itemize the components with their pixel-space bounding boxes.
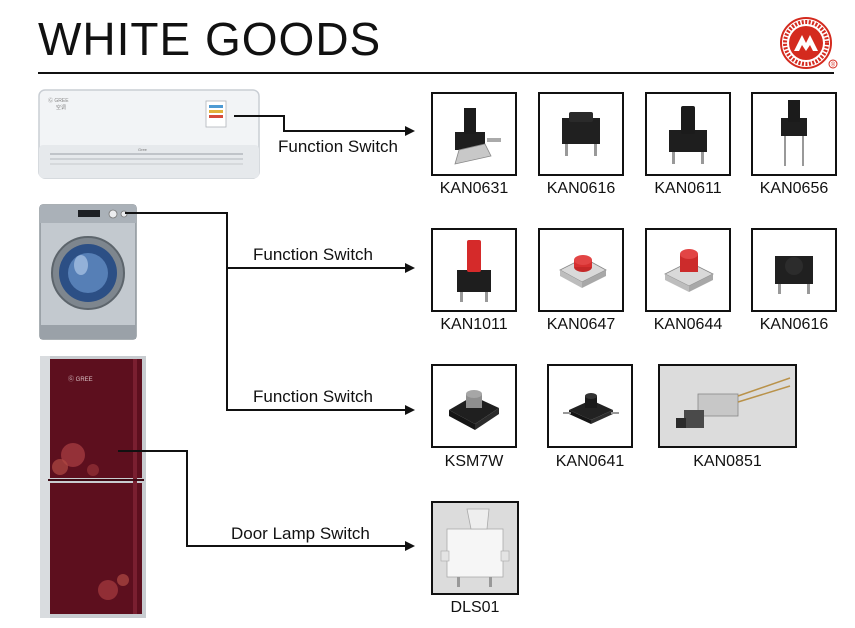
ac-sub-text: 空调 bbox=[56, 104, 66, 111]
switch-part-image bbox=[645, 228, 731, 312]
switch-part-image bbox=[431, 228, 517, 312]
connector-line bbox=[234, 115, 284, 117]
part-code: KAN0656 bbox=[759, 180, 829, 197]
part-code: KAN0631 bbox=[439, 180, 509, 197]
switch-part-image bbox=[658, 364, 797, 448]
tact-switch-icon bbox=[457, 240, 491, 302]
connection-label: Function Switch bbox=[278, 137, 398, 156]
fridge-brand-text: Ⓖ GREE bbox=[68, 375, 93, 383]
tact-switch-icon bbox=[562, 112, 600, 156]
arrow-icon bbox=[405, 405, 415, 415]
switch-part-image bbox=[751, 228, 837, 312]
switch-part-image bbox=[538, 228, 624, 312]
tact-switch-icon bbox=[563, 393, 619, 424]
tact-switch-icon bbox=[454, 108, 501, 165]
part-code: KSM7W bbox=[444, 453, 504, 470]
switch-part-image bbox=[751, 92, 837, 176]
ac-brand-text: Ⓖ GREE bbox=[48, 97, 69, 104]
connector-line bbox=[125, 212, 227, 214]
switch-part-image bbox=[431, 92, 517, 176]
title-divider bbox=[38, 72, 834, 74]
refrigerator-image: Ⓖ GREE bbox=[40, 356, 146, 618]
part-code: KAN0641 bbox=[555, 453, 625, 470]
tact-switch-icon bbox=[669, 106, 707, 164]
switch-part-image bbox=[538, 92, 624, 176]
switch-part-image bbox=[645, 92, 731, 176]
part-code: KAN0647 bbox=[546, 316, 616, 333]
switch-part-image bbox=[431, 364, 517, 448]
switch-part-image bbox=[431, 501, 519, 595]
tact-switch-icon bbox=[664, 249, 714, 292]
tact-switch-icon bbox=[559, 255, 607, 288]
page-title: WHITE GOODS bbox=[38, 13, 382, 65]
connector-line bbox=[186, 450, 188, 546]
connector-line bbox=[186, 545, 406, 547]
air-conditioner-image: Ⓖ GREE 空调 Gree bbox=[38, 89, 260, 179]
registered-mark: ® bbox=[831, 62, 836, 69]
tact-switch-icon bbox=[775, 256, 813, 294]
arrow-icon bbox=[405, 541, 415, 551]
washing-machine-image bbox=[39, 204, 137, 340]
part-code: KAN0851 bbox=[693, 453, 762, 470]
connector-line bbox=[226, 409, 406, 411]
part-code: DLS01 bbox=[450, 599, 500, 616]
company-logo: ® bbox=[780, 17, 838, 69]
connector-line bbox=[283, 115, 285, 132]
tact-switch-icon bbox=[449, 390, 499, 430]
connection-label: Function Switch bbox=[253, 387, 373, 406]
connector-line bbox=[118, 450, 187, 452]
switch-part-image bbox=[547, 364, 633, 448]
tact-switch-icon bbox=[781, 100, 807, 166]
part-code: KAN0644 bbox=[653, 316, 723, 333]
connection-label: Function Switch bbox=[253, 245, 373, 264]
connector-line bbox=[226, 267, 406, 269]
part-code: KAN0616 bbox=[546, 180, 616, 197]
part-code: KAN0611 bbox=[654, 180, 722, 197]
arrow-icon bbox=[405, 126, 415, 136]
connection-label: Door Lamp Switch bbox=[231, 524, 370, 543]
ac-bottom-text: Gree bbox=[138, 147, 148, 152]
door-lamp-switch-icon bbox=[440, 508, 510, 587]
part-code: KAN0616 bbox=[759, 316, 829, 333]
connector-line bbox=[226, 212, 228, 410]
plunger-switch-icon bbox=[676, 377, 791, 428]
arrow-icon bbox=[405, 263, 415, 273]
connector-line bbox=[283, 130, 406, 132]
part-code: KAN1011 bbox=[440, 316, 508, 333]
